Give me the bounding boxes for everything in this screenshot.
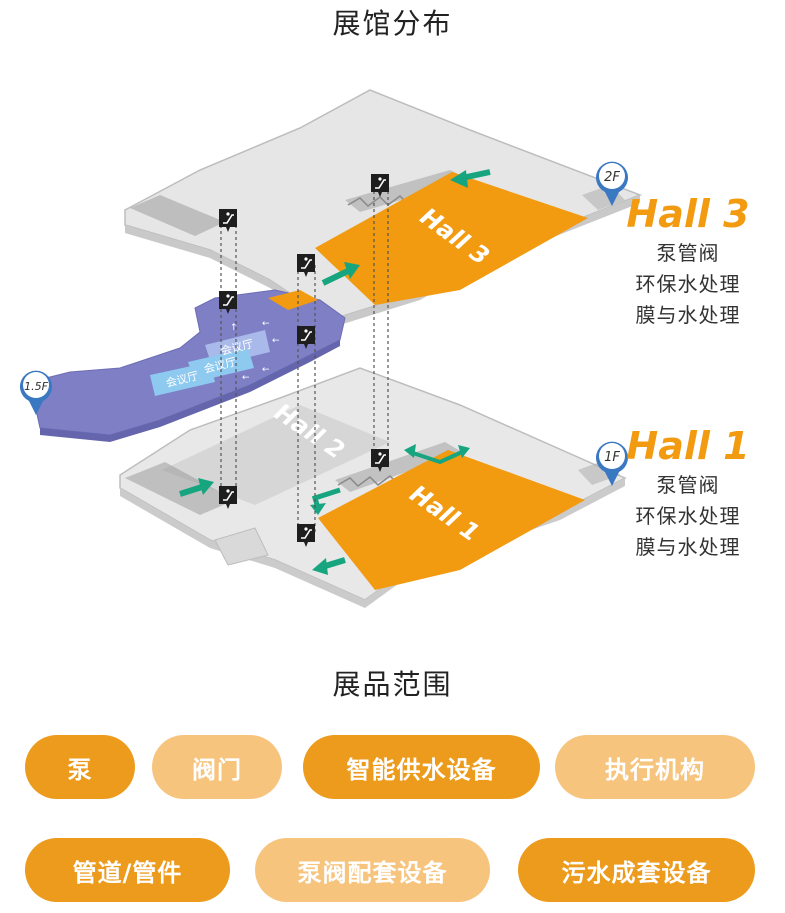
map-pin-icon: 1.5F [20, 370, 53, 415]
map-pin-icon: 2F [596, 161, 628, 206]
hall-3-area [315, 172, 588, 305]
escalator-icon [219, 291, 237, 314]
product-pill-pump[interactable]: 泵 [25, 735, 135, 799]
escalator-icon [371, 449, 389, 472]
layout-section-title: 展馆分布 [332, 7, 453, 40]
hall-1-category: 膜与水处理 [635, 535, 741, 559]
hall-3-category: 环保水处理 [635, 272, 741, 296]
hall-3-legend: Hall 3 泵管阀 环保水处理 膜与水处理 [613, 192, 763, 331]
hall-1-area [318, 450, 585, 590]
svg-text:←: ← [262, 365, 270, 375]
floor-1f: Hall 2 Hall 1 [119, 367, 627, 608]
green-arrow-icon [179, 444, 470, 575]
green-arrow-icon [321, 169, 491, 286]
hall-1-category: 环保水处理 [635, 504, 741, 528]
hall-1-legend: Hall 1 泵管阀 环保水处理 膜与水处理 [613, 424, 763, 563]
product-pill-pipes-fittings[interactable]: 管道/管件 [25, 838, 230, 902]
escalator-icon [297, 326, 315, 349]
product-pill-smart-water-supply[interactable]: 智能供水设备 [303, 735, 540, 799]
pin-label-1-5f: 1.5F [24, 380, 48, 393]
hall-3-title: Hall 3 [626, 192, 750, 236]
floor-plan-map: Hall 3 会议厅 会议厅 会议厅 ←←← ←↑ Hall 2 [20, 89, 643, 608]
escalator-icon [297, 254, 315, 277]
escalator-icon [371, 174, 389, 197]
escalator-icon [297, 524, 315, 547]
escalator-connectors [220, 185, 389, 535]
floor-2f: Hall 3 [124, 89, 643, 328]
escalator-icon [219, 209, 237, 232]
svg-text:←: ← [272, 336, 280, 346]
escalator-icon [219, 486, 237, 509]
pin-label-2f: 2F [604, 170, 620, 185]
map-pin-icon: 1F [596, 441, 628, 486]
svg-text:←: ← [242, 373, 250, 383]
pin-label-1f: 1F [604, 450, 620, 465]
product-pill-actuator[interactable]: 执行机构 [555, 735, 755, 799]
hall-3-category: 膜与水处理 [635, 303, 741, 327]
svg-text:↑: ↑ [230, 323, 238, 333]
hall-1-category: 泵管阀 [656, 473, 720, 497]
products-section-title: 展品范围 [332, 668, 453, 701]
product-pill-valve[interactable]: 阀门 [152, 735, 282, 799]
svg-text:←: ← [262, 319, 270, 329]
product-pill-pump-valve-accessories[interactable]: 泵阀配套设备 [255, 838, 490, 902]
product-pill-sewage-equipment[interactable]: 污水成套设备 [518, 838, 755, 902]
hall-3-category: 泵管阀 [656, 241, 720, 265]
hall-1-title: Hall 1 [626, 424, 750, 468]
